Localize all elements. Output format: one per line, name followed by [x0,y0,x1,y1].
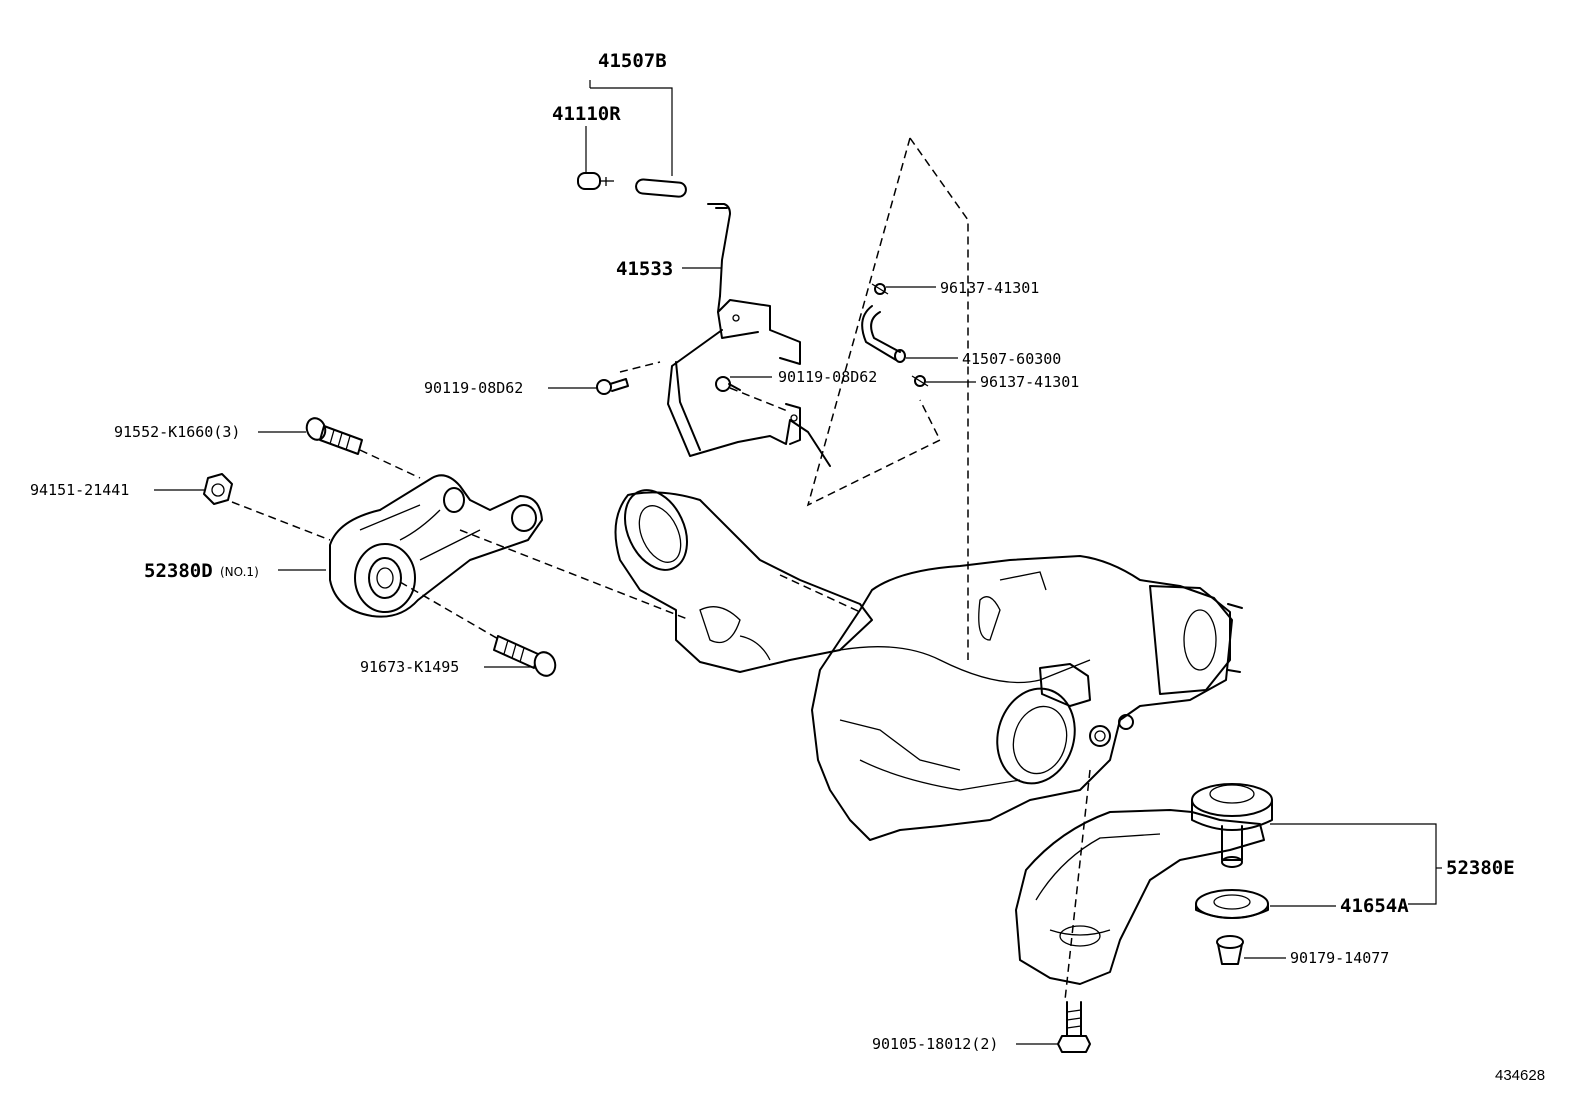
diff-mount-rear-part [1015,783,1273,985]
stopper-41654A-part [1195,889,1269,919]
hose-clip-upper-part [871,283,889,295]
label-91552-K1660[interactable]: 91552-K1660(3) [114,423,240,441]
hose-clip-lower-part [911,375,929,387]
bolt-90105-part [1057,1001,1091,1053]
breather-pipe-bracket-part [667,203,831,467]
label-52380D-note: (NO.1) [220,565,259,579]
leader-lines [154,80,1442,1045]
bolt-91673-part [493,635,557,677]
nut-94151-part [203,473,233,505]
label-41654A[interactable]: 41654A [1340,895,1409,917]
differential-carrier-part [614,489,1243,841]
part-labels: 41507B 41110R 41533 96137-41301 41507-60… [30,50,1545,1084]
label-90179-14077[interactable]: 90179-14077 [1290,949,1389,967]
nut-90179-part [1216,935,1244,965]
breather-plug-part [577,172,614,190]
dashed-guide-lines [231,137,1091,1001]
label-94151-21441[interactable]: 94151-21441 [30,481,129,499]
label-41110R[interactable]: 41110R [552,103,621,125]
label-90119-08D62-right[interactable]: 90119-08D62 [778,368,877,386]
label-52380E[interactable]: 52380E [1446,857,1515,879]
bolt-90119-right-part [715,376,741,392]
illustration-id: 434628 [1495,1067,1545,1084]
label-91673-K1495[interactable]: 91673-K1495 [360,658,459,676]
breather-hose-bent-part [861,305,906,363]
breather-hose-part [635,178,687,198]
diff-mount-no1-part [329,474,543,618]
label-52380D[interactable]: 52380D [144,560,213,582]
label-90119-08D62-left[interactable]: 90119-08D62 [424,379,523,397]
bolt-91552-part [305,417,363,455]
label-90105-18012[interactable]: 90105-18012(2) [872,1035,998,1053]
label-96137-41301-upper[interactable]: 96137-41301 [940,279,1039,297]
label-96137-41301-lower[interactable]: 96137-41301 [980,373,1079,391]
label-41507-60300[interactable]: 41507-60300 [962,350,1061,368]
label-41533[interactable]: 41533 [616,258,673,280]
label-41507B[interactable]: 41507B [598,50,667,72]
bolt-90119-left-part [596,378,629,395]
